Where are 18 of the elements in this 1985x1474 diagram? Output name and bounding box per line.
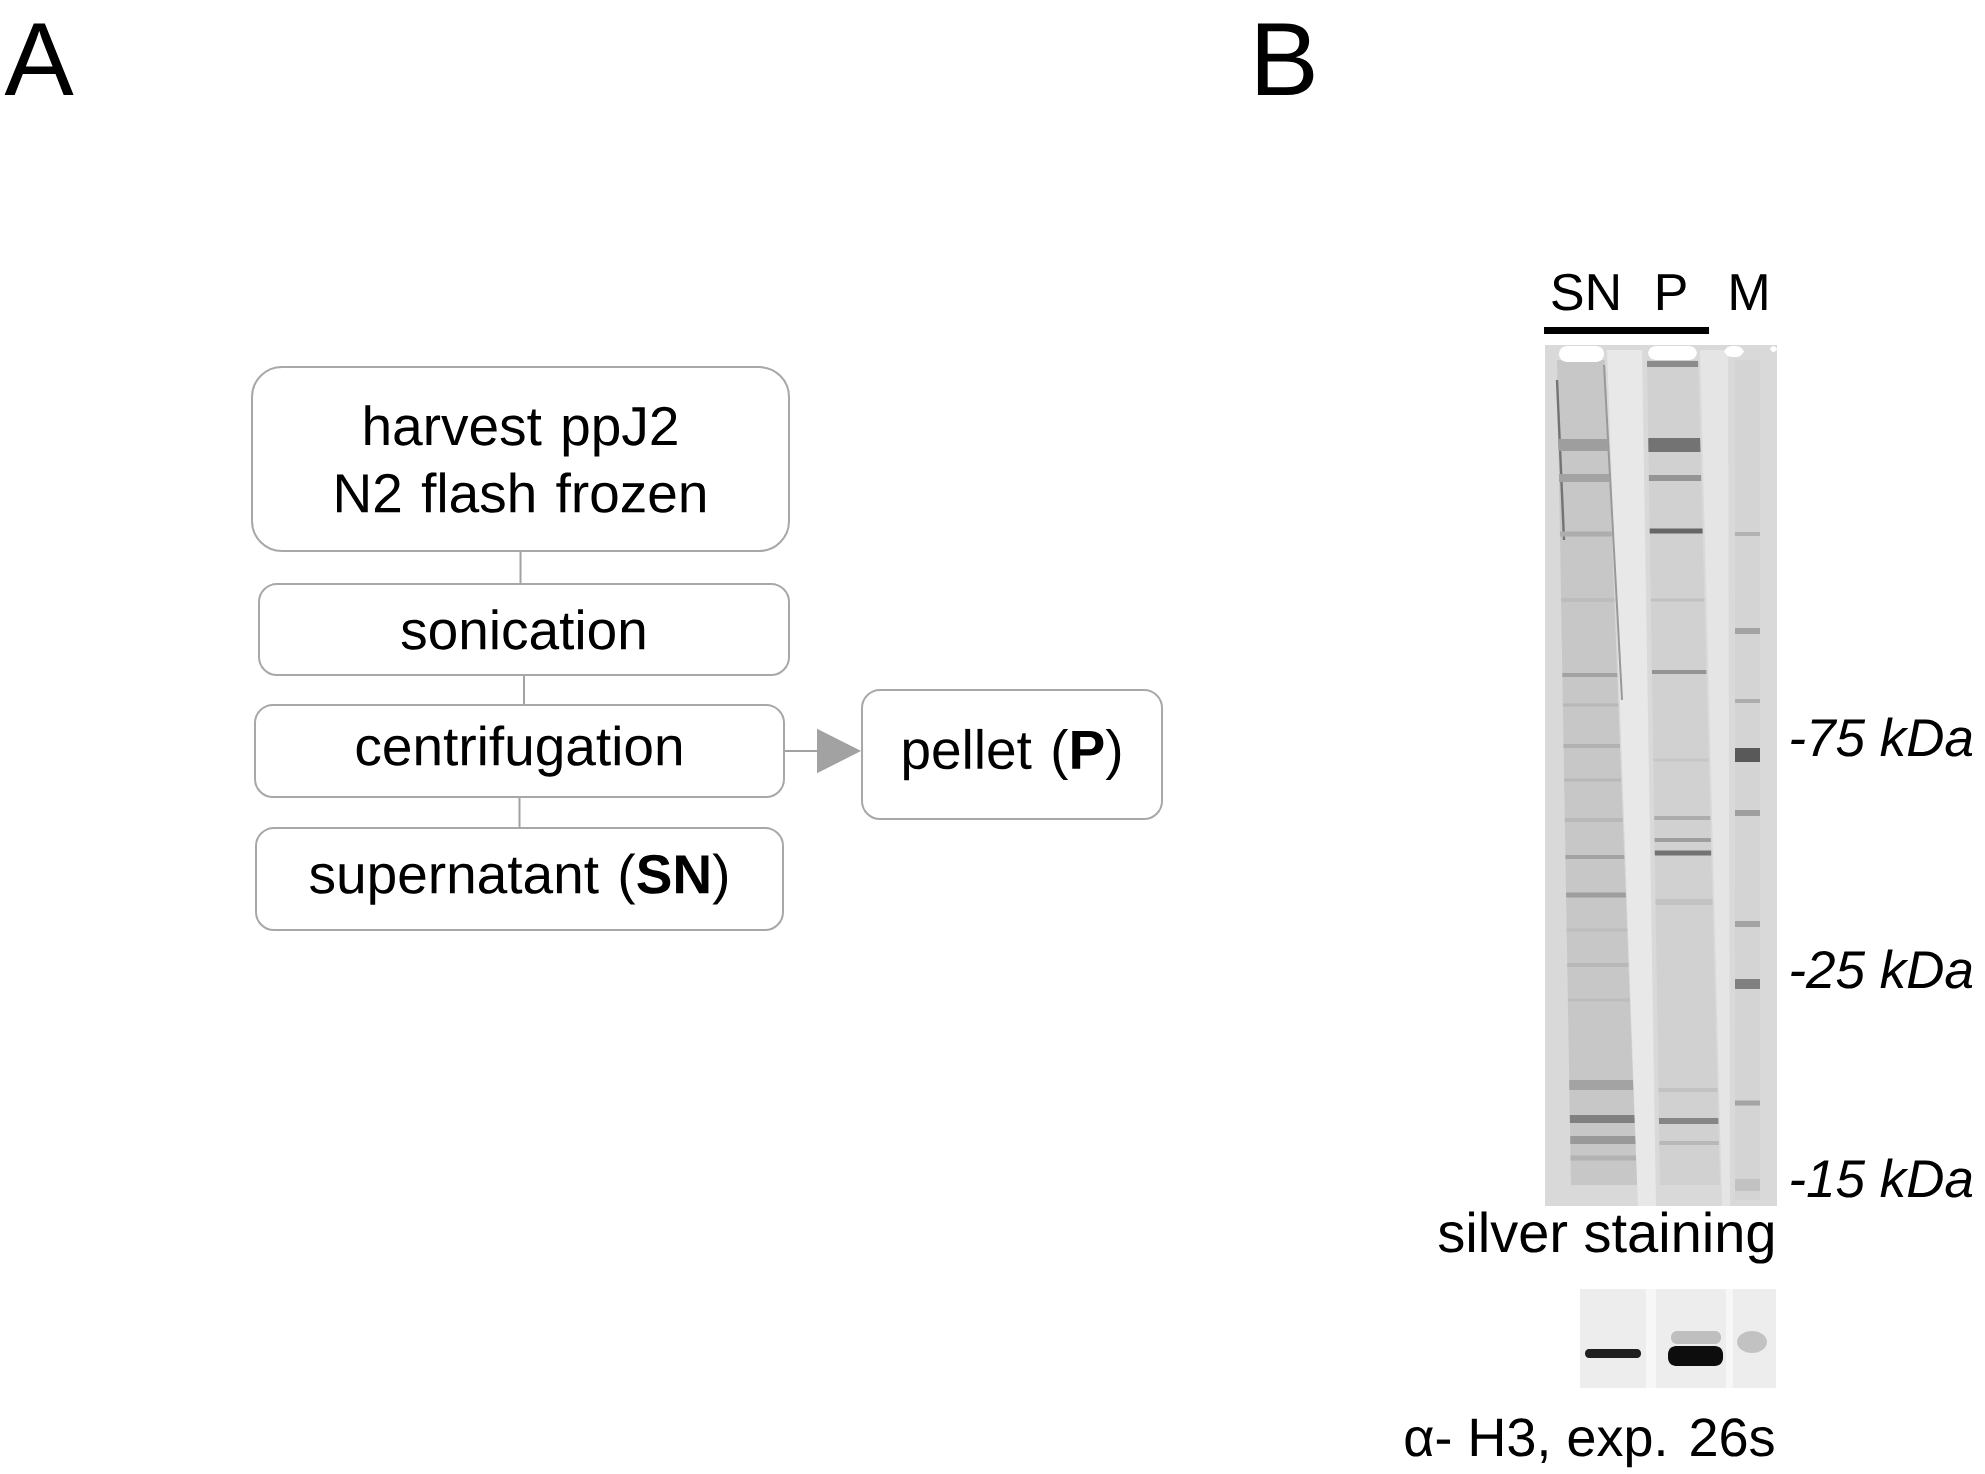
process-box: harvest ppJ2 N2 flash frozen [251, 366, 790, 552]
size-marker-label: -25 kDa [1791, 949, 1973, 989]
process-box: pellet (P) [861, 689, 1163, 820]
panel-letter: A [4, 23, 74, 95]
blot-caption: α- H3, exp. 26s [1405, 1418, 1774, 1468]
gel-caption: silver staining [1438, 1211, 1773, 1264]
lane-label: M [1731, 274, 1767, 310]
connector-line [518, 797, 521, 828]
lane-label: SN [1552, 273, 1618, 311]
size-marker-label: -15 kDa [1791, 1158, 1973, 1198]
connector-line [523, 675, 525, 705]
connector-line [519, 551, 522, 584]
panel-letter: B [1257, 23, 1314, 95]
lane-label: P [1657, 274, 1686, 310]
process-box: sonication [258, 583, 790, 676]
size-marker-label: -75 kDa [1791, 717, 1973, 757]
process-box: supernatant (SN) [255, 827, 784, 931]
process-box: centrifugation [254, 704, 785, 798]
